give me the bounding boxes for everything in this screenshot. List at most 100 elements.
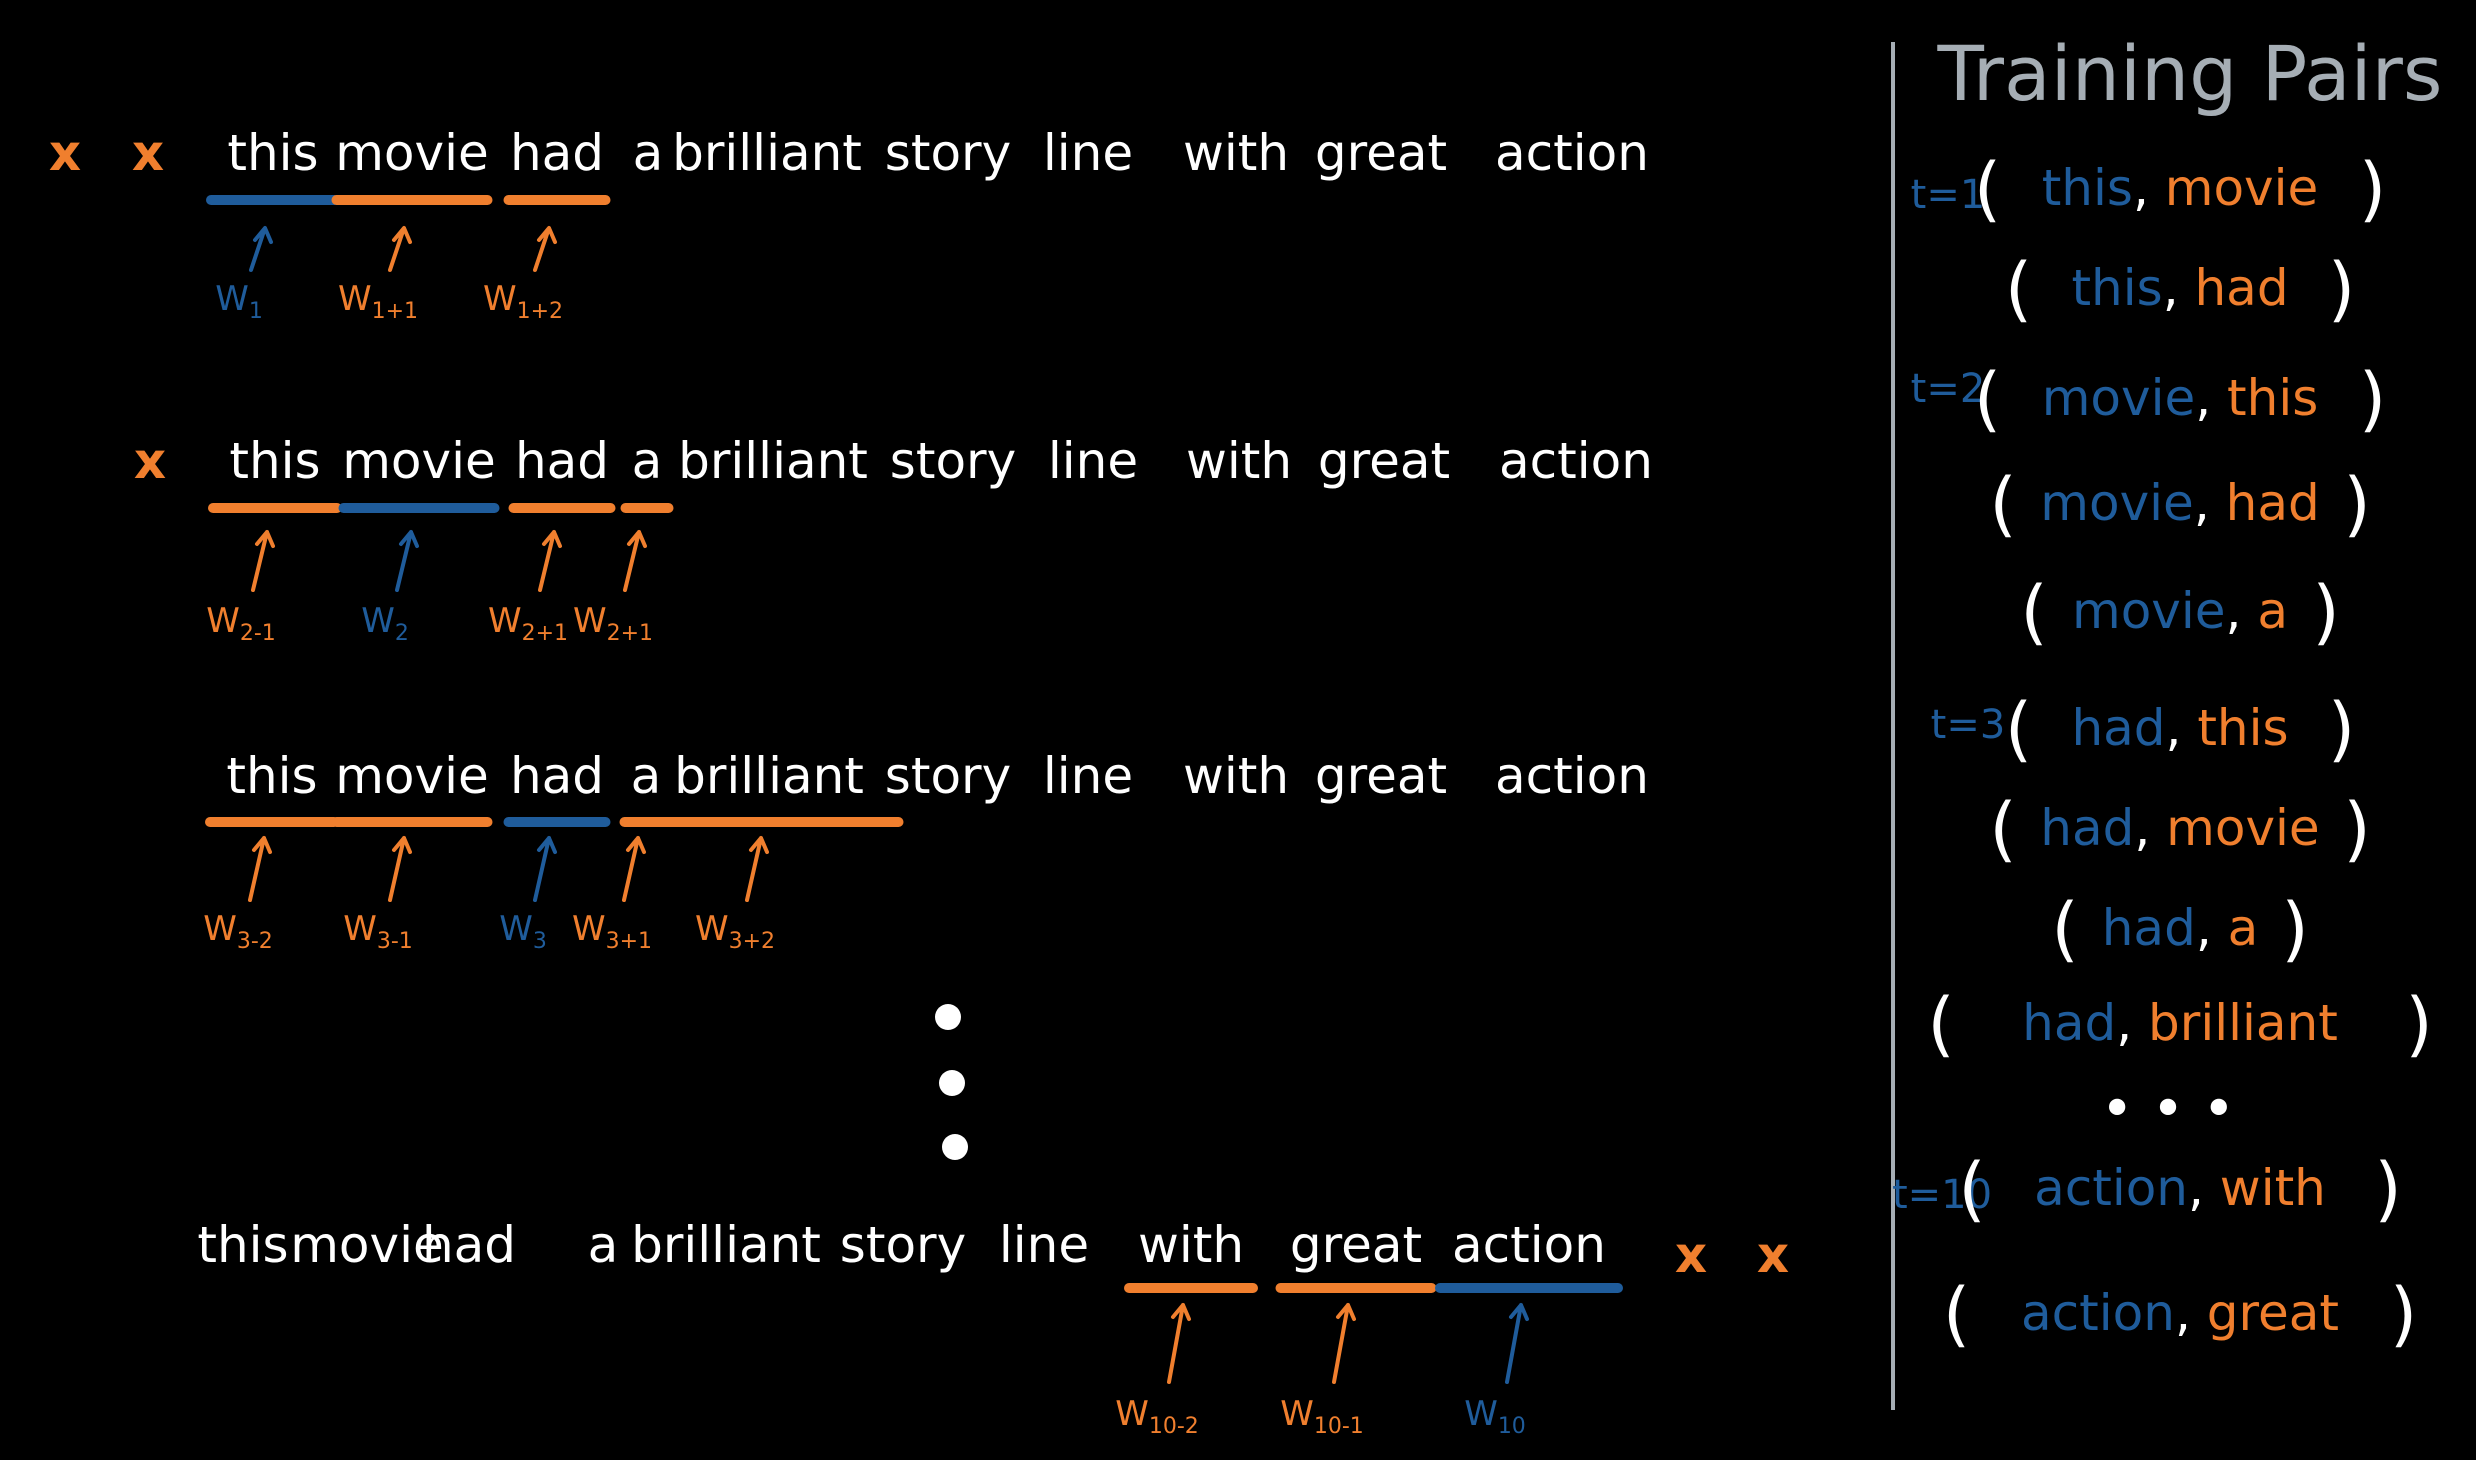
training-pair: this, had() bbox=[2005, 248, 2355, 330]
sentence-word: movie bbox=[290, 1216, 444, 1274]
pointer-arrow bbox=[622, 836, 646, 902]
word-position-label: W10-2 bbox=[1115, 1394, 1199, 1439]
pointer-arrow bbox=[388, 836, 412, 902]
pointer-arrow bbox=[388, 226, 412, 272]
pair-open-paren: ( bbox=[1974, 358, 2001, 440]
sentence-word: a bbox=[588, 1216, 619, 1274]
training-group: t=10 action, with () action, great () bbox=[1892, 1148, 2417, 1355]
sentence-word: line bbox=[1043, 124, 1133, 182]
sentence-word: movie bbox=[335, 124, 489, 182]
sentence-word: this bbox=[197, 1216, 288, 1274]
pair-text: had, movie bbox=[2040, 799, 2319, 857]
sentence-word: had bbox=[510, 747, 604, 805]
word-position-label: W1+2 bbox=[483, 279, 563, 324]
word-position-label: W3-2 bbox=[203, 909, 273, 954]
sentence-word: line bbox=[1048, 432, 1138, 490]
word-position-label: W3+2 bbox=[695, 909, 775, 954]
pair-close-paren: ) bbox=[2374, 1148, 2401, 1230]
pair-open-paren: ( bbox=[1958, 1148, 1985, 1230]
sentence-word: this bbox=[226, 747, 317, 805]
sentence-word: had bbox=[422, 1216, 516, 1274]
sentence-word: a bbox=[633, 124, 664, 182]
pair-close-paren: ) bbox=[2328, 688, 2355, 770]
word-position-label: W10 bbox=[1464, 1394, 1526, 1439]
pair-text: action, great bbox=[2021, 1284, 2339, 1342]
sentence-word: action bbox=[1495, 747, 1649, 805]
pointer-arrow bbox=[251, 530, 275, 592]
sentence-word: story bbox=[840, 1216, 966, 1274]
sentence-word: with bbox=[1186, 432, 1292, 490]
sentence-word: with bbox=[1183, 747, 1289, 805]
pair-text: movie, a bbox=[2072, 582, 2288, 640]
sentence-word: with bbox=[1138, 1216, 1244, 1274]
pair-text: had, brilliant bbox=[2022, 994, 2338, 1052]
pair-close-paren: ) bbox=[2312, 571, 2339, 653]
pair-text: this, had bbox=[2071, 259, 2288, 317]
sentence-word: great bbox=[1315, 124, 1447, 182]
word-position-label: W2-1 bbox=[206, 601, 276, 646]
pair-text: movie, this bbox=[2042, 369, 2319, 427]
training-pair: movie, a () bbox=[2020, 571, 2339, 653]
pointer-arrow bbox=[249, 226, 273, 272]
pointer-arrow bbox=[538, 530, 562, 592]
training-pair: this, movie() bbox=[1974, 148, 2386, 230]
ellipsis-dot bbox=[935, 1004, 961, 1030]
training-pair: movie, this () bbox=[1974, 358, 2386, 440]
pair-close-paren: ) bbox=[2359, 358, 2386, 440]
pair-open-paren: ( bbox=[1989, 463, 2016, 545]
pair-open-paren: ( bbox=[1927, 983, 1954, 1065]
pair-open-paren: ( bbox=[1943, 1273, 1970, 1355]
pair-open-paren: ( bbox=[1974, 148, 2001, 230]
pair-text: had, a bbox=[2102, 899, 2259, 957]
training-pairs-title: Training Pairs bbox=[1937, 29, 2443, 118]
word-position-label: W2 bbox=[361, 601, 409, 646]
sentence-word: brilliant bbox=[674, 747, 864, 805]
word-position-label: W1+1 bbox=[338, 279, 418, 324]
pair-open-paren: ( bbox=[2020, 571, 2047, 653]
word-position-label: W2+1 bbox=[573, 601, 653, 646]
pair-text: action, with bbox=[2034, 1159, 2326, 1217]
pointer-arrow bbox=[1332, 1303, 1356, 1384]
pointer-arrow bbox=[623, 530, 647, 592]
training-pair: had, a() bbox=[2051, 888, 2308, 970]
pointer-arrow bbox=[248, 836, 272, 902]
sentence-word: action bbox=[1495, 124, 1649, 182]
padding-mark: x bbox=[49, 124, 81, 182]
pairs-ellipsis: • • • bbox=[2101, 1077, 2236, 1142]
sentence-word: line bbox=[999, 1216, 1089, 1274]
sentence-word: great bbox=[1318, 432, 1450, 490]
word-position-label: W3+1 bbox=[572, 909, 652, 954]
pointer-arrow bbox=[745, 836, 769, 902]
time-step-label: t=10 bbox=[1892, 1172, 1992, 1218]
word-position-label: W3-1 bbox=[343, 909, 413, 954]
training-pair: action, great () bbox=[1943, 1273, 2417, 1355]
pair-close-paren: ) bbox=[2343, 463, 2370, 545]
sentence-word: a bbox=[632, 432, 663, 490]
training-pair: movie, had() bbox=[1989, 463, 2370, 545]
time-step-label: t=2 bbox=[1911, 366, 1986, 412]
sentence-word: line bbox=[1043, 747, 1133, 805]
sentence-word: story bbox=[885, 124, 1011, 182]
sentence-word: great bbox=[1290, 1216, 1422, 1274]
training-pair: action, with () bbox=[1958, 1148, 2401, 1230]
vertical-ellipsis bbox=[935, 1004, 968, 1160]
pair-close-paren: ) bbox=[2359, 148, 2386, 230]
word-position-label: W3 bbox=[499, 909, 547, 954]
training-pair: had, brilliant() bbox=[1927, 983, 2432, 1065]
pair-close-paren: ) bbox=[2390, 1273, 2417, 1355]
padding-mark: x bbox=[132, 124, 164, 182]
padding-mark: x bbox=[1675, 1226, 1707, 1284]
ellipsis-dot bbox=[939, 1070, 965, 1096]
sentence-word: with bbox=[1183, 124, 1289, 182]
ellipsis-dot bbox=[942, 1134, 968, 1160]
